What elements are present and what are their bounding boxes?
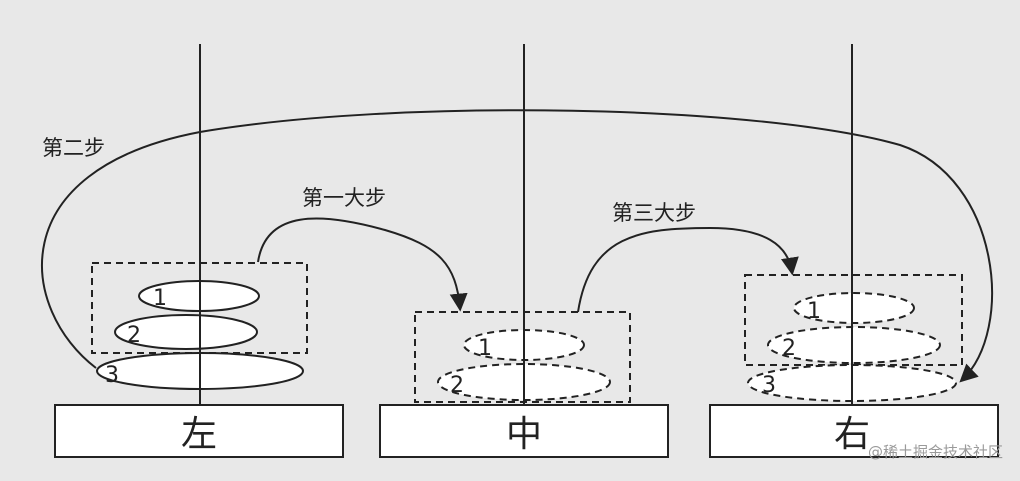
step3-label: 第三大步 bbox=[612, 201, 696, 225]
base-left-label: 左 bbox=[181, 414, 217, 455]
right-disk-1 bbox=[793, 292, 915, 324]
arrow-step1 bbox=[257, 217, 468, 312]
base-middle bbox=[379, 404, 669, 458]
base-right-label: 右 bbox=[834, 414, 870, 455]
step1-label: 第一大步 bbox=[302, 186, 386, 210]
right-disk-3-label: 3 bbox=[762, 373, 776, 398]
middle-disk-1-label: 1 bbox=[478, 336, 492, 361]
right-disk-2 bbox=[767, 326, 941, 364]
left-disk-1-label: 1 bbox=[153, 286, 167, 311]
arrow-step3 bbox=[577, 226, 799, 313]
group-box-middle bbox=[414, 311, 631, 403]
left-disk-2-label: 2 bbox=[127, 323, 141, 348]
base-right bbox=[709, 404, 999, 458]
group-box-right bbox=[744, 274, 963, 366]
right-disk-2-label: 2 bbox=[782, 336, 796, 361]
left-disk-2 bbox=[114, 314, 258, 350]
left-disk-3-label: 3 bbox=[105, 363, 119, 388]
watermark: @稀土掘金技术社区 bbox=[868, 443, 1003, 461]
step2-label: 第二步 bbox=[42, 136, 105, 160]
right-disk-1-label: 1 bbox=[807, 299, 821, 324]
arrow-step2 bbox=[41, 109, 994, 383]
base-middle-label: 中 bbox=[506, 414, 542, 455]
base-left bbox=[54, 404, 344, 458]
middle-disk-2-label: 2 bbox=[450, 373, 464, 398]
